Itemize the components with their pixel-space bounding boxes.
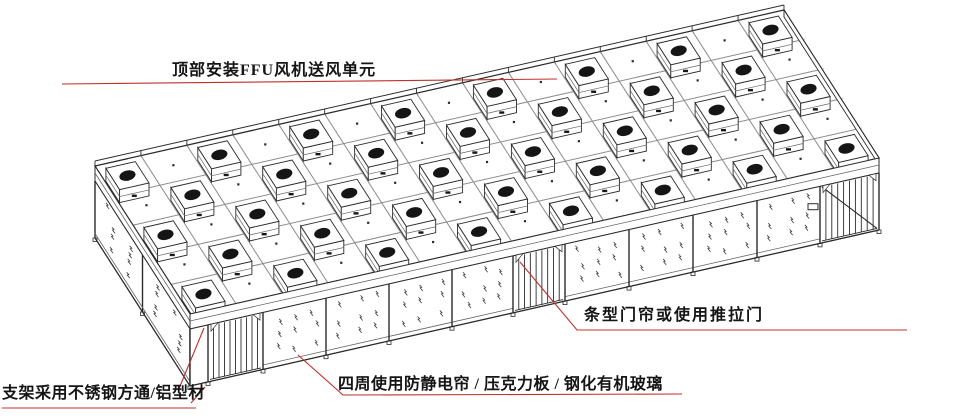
ffu-unit (208, 239, 253, 283)
ffu-unit (629, 76, 675, 120)
ffu-unit (418, 157, 464, 201)
door-strip-curtain (209, 312, 262, 380)
annotation-lines (2, 78, 907, 409)
ffu-unit (380, 98, 426, 142)
ffu-unit (548, 196, 594, 240)
ffu-unit (564, 57, 610, 101)
annotation-walls-label: 四周使用防静电帘 / 压克力板 / 钢化有机玻璃 (338, 376, 663, 393)
ffu-unit (656, 36, 701, 80)
ffu-unit (235, 199, 280, 243)
ffu-unit (170, 180, 215, 224)
ffu-unit (105, 161, 150, 205)
ffu-unit (445, 117, 491, 161)
ffu-unit (326, 178, 372, 222)
ffu-unit (391, 197, 437, 241)
ffu-unit (537, 97, 583, 141)
ffu-unit (472, 77, 518, 121)
ffu-unit (483, 177, 529, 221)
annotation-door-label: 条型门帘或使用推拉门 (584, 307, 765, 324)
ffu-unit (299, 218, 345, 262)
ffu-unit (824, 133, 869, 177)
ffu-unit (575, 156, 621, 200)
ffu-unit (786, 74, 831, 118)
ffu-unit (721, 55, 766, 99)
door-strip-curtain (514, 244, 564, 311)
ffu-unit (748, 15, 793, 59)
ffu-unit (510, 137, 556, 181)
ffu-unit (602, 116, 648, 160)
door-strip-curtain (821, 173, 878, 242)
ffu-unit (353, 138, 399, 182)
ffu-unit (759, 114, 804, 158)
annotation-ffu-label: 顶部安装FFU风机送风单元 (172, 62, 377, 79)
roof-grid (93, 4, 881, 315)
ffu-unit (667, 135, 713, 179)
ffu-unit (261, 159, 307, 203)
ffu-unit (143, 220, 188, 264)
ffu-unit (288, 119, 334, 163)
ffu-units (105, 15, 869, 323)
annotation-frame-label: 支架采用不锈钢方通/铝型材 (2, 385, 205, 402)
ffu-unit (694, 95, 739, 139)
ffu-unit (197, 140, 242, 184)
